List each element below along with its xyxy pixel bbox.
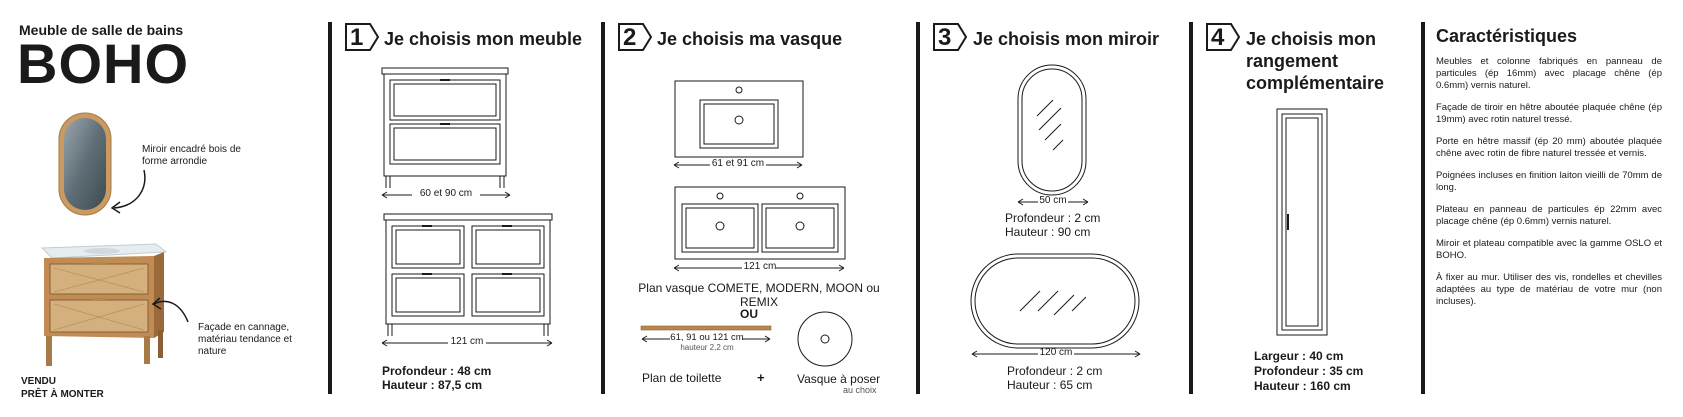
divider-4 bbox=[1189, 22, 1193, 394]
step-1-number: 1 bbox=[350, 24, 364, 51]
divider-5 bbox=[1421, 22, 1425, 394]
characteristic-compatibility: Miroir et plateau compatible avec la gam… bbox=[1436, 238, 1662, 261]
dim-label-60-90: 60 et 90 cm bbox=[419, 188, 473, 199]
divider-2 bbox=[601, 22, 605, 394]
arrow-to-mirror-icon bbox=[110, 169, 146, 214]
dim-line-120 bbox=[971, 350, 1141, 358]
mirror-a-height: Hauteur : 90 cm bbox=[1005, 225, 1091, 239]
countertop-height: hauteur 2,2 cm bbox=[680, 343, 734, 352]
product-subtitle: Meuble de salle de bains bbox=[19, 22, 184, 38]
step-1-depth: Profondeur : 48 cm bbox=[382, 364, 492, 378]
characteristic-handles: Poignées incluses en finition laiton vie… bbox=[1436, 170, 1662, 193]
mirror-note: Miroir encadré bois de forme arrondie bbox=[142, 144, 241, 167]
mirror-horizontal-drawing bbox=[970, 253, 1140, 349]
sold-line-1: VENDU bbox=[21, 376, 57, 387]
step-4-title-line-3: complémentaire bbox=[1246, 73, 1385, 93]
plus-sign: + bbox=[757, 370, 765, 385]
mirror-photo bbox=[58, 112, 112, 216]
vanity-121-drawing bbox=[383, 213, 553, 336]
basin-range-caption: Plan vasque COMETE, MODERN, MOON ou REMI… bbox=[638, 281, 880, 309]
step-2-badge: 2 bbox=[617, 22, 653, 52]
dim-line-121-vasque bbox=[673, 264, 845, 272]
characteristic-door: Porte en hêtre massif (ép 20 mm) aboutée… bbox=[1436, 136, 1662, 159]
step-1-title: Je choisis mon meuble bbox=[384, 29, 583, 49]
dim-line-60-90 bbox=[381, 191, 511, 199]
mirror-b-depth: Profondeur : 2 cm bbox=[1007, 364, 1103, 378]
dim-line-countertop bbox=[641, 335, 771, 343]
mirror-vertical-drawing bbox=[1017, 64, 1087, 196]
step-4-badge: 4 bbox=[1205, 22, 1241, 52]
double-basin-drawing bbox=[674, 186, 846, 260]
dim-line-50 bbox=[1017, 198, 1089, 206]
step-3-number: 3 bbox=[938, 24, 952, 51]
dim-label-121-meuble: 121 cm bbox=[450, 336, 484, 347]
step-4-title-line-1: Je choisis mon bbox=[1246, 29, 1377, 49]
vanity-photo bbox=[40, 243, 168, 366]
dim-line-121-meuble bbox=[381, 339, 553, 347]
dim-label-120: 120 cm bbox=[1039, 347, 1073, 358]
facade-note: Façade en cannage, matériau tendance et … bbox=[198, 322, 292, 357]
mirror-b-height: Hauteur : 65 cm bbox=[1007, 378, 1093, 392]
countertop-drawing bbox=[640, 325, 772, 331]
characteristic-mounting: À fixer au mur. Utiliser des vis, rondel… bbox=[1436, 272, 1662, 307]
storage-depth: Profondeur : 35 cm bbox=[1254, 364, 1364, 378]
dim-label-countertop: 61, 91 ou 121 cm bbox=[670, 332, 744, 343]
characteristic-top: Plateau en panneau de particules ép 22mm… bbox=[1436, 204, 1662, 227]
or-label: OU bbox=[740, 307, 758, 321]
vessel-basin-drawing bbox=[797, 311, 853, 367]
arrow-to-facade-icon bbox=[151, 297, 189, 323]
step-3-badge: 3 bbox=[932, 22, 968, 52]
step-3-title: Je choisis mon miroir bbox=[973, 29, 1160, 49]
characteristics-title: Caractéristiques bbox=[1436, 26, 1578, 46]
step-1-height: Hauteur : 87,5 cm bbox=[382, 378, 483, 392]
dim-label-61-91: 61 et 91 cm bbox=[711, 158, 765, 169]
divider-3 bbox=[916, 22, 920, 394]
step-1-badge: 1 bbox=[344, 22, 380, 52]
dim-label-50: 50 cm bbox=[1039, 195, 1067, 206]
step-2-title: Je choisis ma vasque bbox=[657, 29, 843, 49]
product-name: BOHO bbox=[17, 32, 189, 95]
storage-height: Hauteur : 160 cm bbox=[1254, 379, 1351, 393]
vanity-60-drawing bbox=[381, 67, 509, 188]
countertop-label: Plan de toilette bbox=[642, 371, 722, 385]
storage-column-drawing bbox=[1276, 108, 1328, 336]
vessel-basin-label: Vasque à poser bbox=[797, 372, 881, 386]
vessel-basin-note: au choix bbox=[843, 385, 877, 395]
sold-line-2: PRÊT À MONTER bbox=[21, 389, 104, 400]
dim-label-121-vasque: 121 cm bbox=[743, 261, 777, 272]
divider-1 bbox=[328, 22, 332, 394]
characteristic-panels: Meubles et colonne fabriqués en panneau … bbox=[1436, 56, 1662, 91]
storage-width: Largeur : 40 cm bbox=[1254, 349, 1344, 363]
characteristics-list: Meubles et colonne fabriqués en panneau … bbox=[1436, 56, 1662, 318]
characteristic-drawer-front: Façade de tiroir en hêtre aboutée plaqué… bbox=[1436, 102, 1662, 125]
step-2-number: 2 bbox=[623, 24, 637, 51]
step-4-number: 4 bbox=[1211, 24, 1225, 51]
dim-line-61-91 bbox=[673, 161, 803, 169]
step-4-title-line-2: rangement bbox=[1246, 51, 1339, 71]
mirror-a-depth: Profondeur : 2 cm bbox=[1005, 211, 1101, 225]
single-basin-drawing bbox=[674, 80, 804, 158]
